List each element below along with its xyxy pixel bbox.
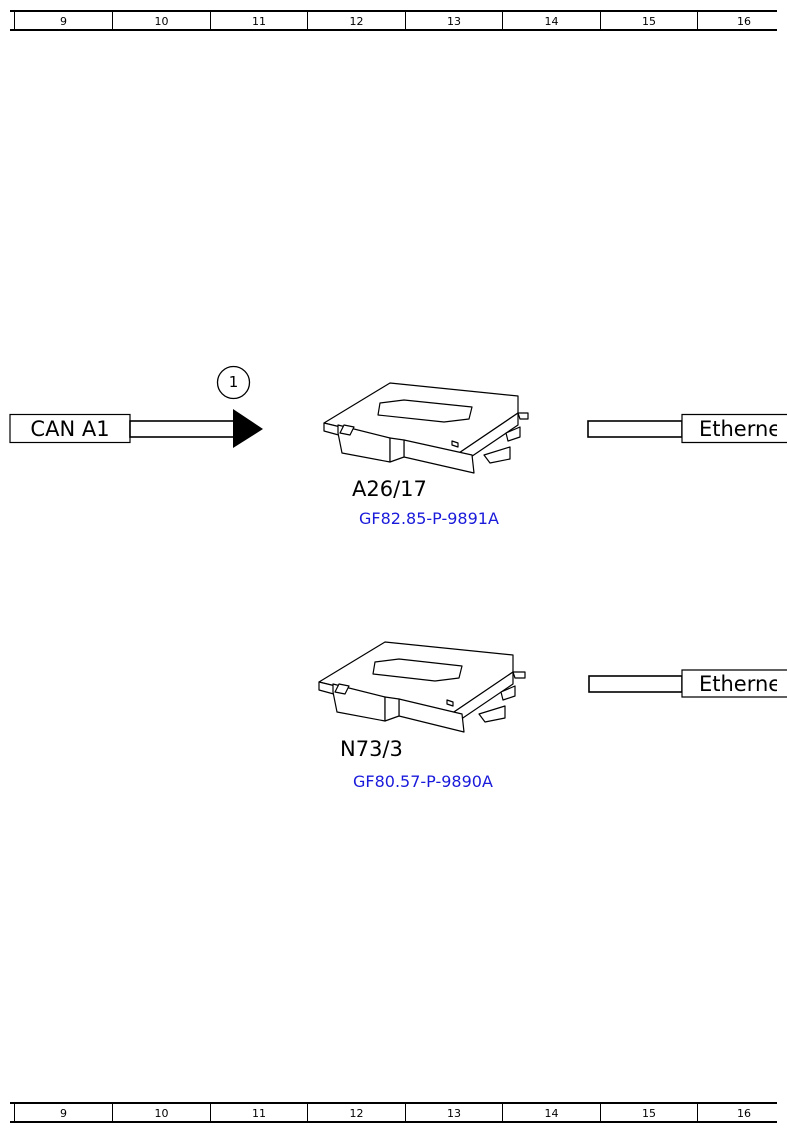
ruler-cell: 12 (307, 1104, 405, 1121)
ecu-mount-tab-bottom (483, 446, 511, 464)
ruler-cell: 15 (600, 12, 697, 29)
ecu-connector-divider (384, 696, 400, 722)
marker-number: 1 (228, 373, 239, 391)
ruler-cell: 10 (112, 12, 210, 29)
ruler-cell: 16 (697, 1104, 777, 1121)
component-reference-link-n73-3[interactable]: GF80.57-P-9890A (353, 772, 493, 791)
marker-circle (216, 365, 251, 400)
can-a1-label-box (9, 413, 131, 444)
ethernet-bottom-label-box (681, 669, 787, 698)
ethernet-bottom-bus-line (588, 675, 683, 693)
ecu-mount-tab-top (517, 412, 529, 420)
ruler-cell: 9 (14, 12, 112, 29)
ruler-cell: 12 (307, 12, 405, 29)
ruler-cell: 13 (405, 12, 502, 29)
ethernet-top-signal[interactable] (587, 413, 787, 444)
ruler-cell: 16 (697, 12, 777, 29)
ethernet-top-label: Etherne (699, 417, 777, 441)
ecu-mount-tab-side (505, 426, 521, 442)
ecu-pins (334, 683, 454, 707)
bottom-column-ruler: 9 10 11 12 13 14 15 16 (10, 1102, 777, 1123)
ethernet-bottom-signal[interactable] (588, 669, 787, 698)
can-a1-signal[interactable] (9, 409, 263, 448)
ecu-mount-tab-side (500, 685, 516, 701)
ethernet-top-bus-line (587, 420, 683, 438)
ecu-connector-divider (389, 437, 405, 463)
control-unit-n73-3-icon[interactable] (318, 641, 526, 733)
ruler-cell: 10 (112, 1104, 210, 1121)
control-unit-a26-17-icon[interactable] (323, 382, 529, 474)
ethernet-top-label-box (681, 413, 787, 444)
ruler-cell: 11 (210, 12, 307, 29)
ruler-cell: 9 (14, 1104, 112, 1121)
component-code-a26-17: A26/17 (352, 477, 427, 501)
ruler-cell: 11 (210, 1104, 307, 1121)
ecu-mount-tab-bottom (478, 705, 506, 723)
ecu-pins (339, 424, 459, 448)
ecu-mount-tab-top (512, 671, 526, 679)
ecu-label-window (372, 658, 463, 682)
component-reference-link-a26-17[interactable]: GF82.85-P-9891A (359, 509, 499, 528)
component-code-n73-3: N73/3 (340, 737, 403, 761)
ruler-cell: 15 (600, 1104, 697, 1121)
ecu-label-window (377, 399, 473, 423)
top-column-ruler: 9 10 11 12 13 14 15 16 (10, 10, 777, 31)
ethernet-bottom-label: Etherne (699, 672, 777, 696)
can-a1-label: CAN A1 (30, 417, 110, 441)
ruler-cell: 13 (405, 1104, 502, 1121)
ruler-cell: 14 (502, 1104, 600, 1121)
can-a1-bus-line (129, 420, 235, 438)
ruler-cell: 14 (502, 12, 600, 29)
can-a1-arrowhead (233, 409, 263, 448)
